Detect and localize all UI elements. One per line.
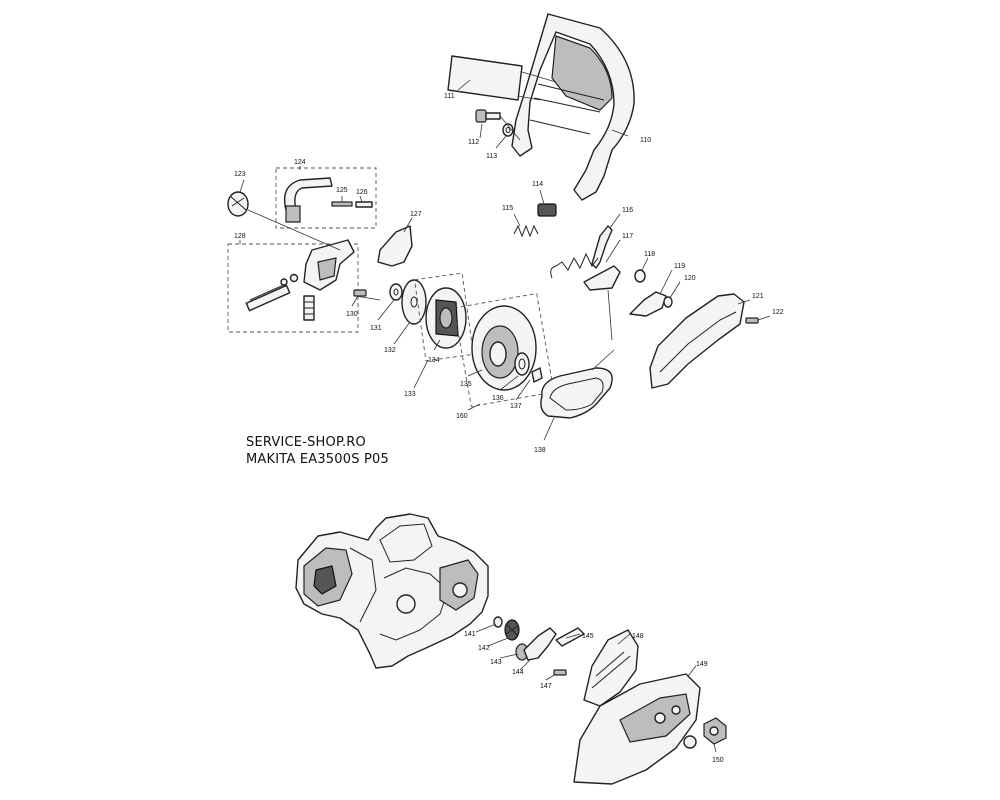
clutch-group (389, 272, 555, 408)
callout-123: 123 (234, 171, 246, 178)
callout-127: 127 (410, 211, 422, 218)
label-sticker (447, 55, 523, 101)
callout-118: 118 (644, 251, 655, 258)
box-160 (453, 292, 555, 408)
chain-brake-group (513, 203, 759, 419)
chain-brake-cover-121 (649, 293, 745, 389)
oil-hose-124 (283, 177, 333, 211)
chain-cover-group (493, 616, 727, 785)
callout-130: 130 (346, 311, 358, 318)
callout-134: 134 (428, 357, 440, 364)
callout-110: 110 (640, 137, 651, 144)
bar-nut-150 (683, 717, 727, 749)
watermark-line-2: MAKITA EA3500S P05 (246, 452, 389, 467)
watermark-line-1: SERVICE-SHOP.RO (246, 435, 366, 450)
disc-132 (401, 279, 427, 325)
engine-housing-group (295, 513, 489, 669)
callout-137: 137 (510, 403, 522, 410)
plate-148 (583, 629, 639, 707)
callout-119: 119 (674, 263, 685, 270)
callout-142: 142 (478, 645, 490, 652)
callout-138: 138 (534, 447, 546, 454)
box-124 (275, 167, 377, 229)
washer-131 (389, 283, 403, 301)
bracket-127 (377, 225, 413, 267)
callout-132: 132 (384, 347, 396, 354)
callout-115: 115 (502, 205, 513, 212)
callout-122: 122 (772, 309, 784, 316)
callout-136: 136 (492, 395, 504, 402)
spring-117 (550, 252, 599, 279)
screw-112 (475, 109, 501, 123)
washer-113 (502, 123, 514, 137)
hand-guard-group (447, 13, 635, 201)
pin-126 (355, 201, 373, 208)
box-128 (227, 243, 359, 333)
screw-147 (553, 669, 567, 676)
callout-116: 116 (622, 207, 633, 214)
callouts: 111 110 112 113 114 115 116 117 118 119 … (234, 93, 784, 764)
callout-148: 148 (632, 633, 644, 640)
block-114 (537, 203, 557, 217)
callout-133: 133 (404, 391, 416, 398)
brake-band-138 (540, 349, 615, 419)
tensioner-144 (523, 627, 557, 661)
callout-128: 128 (234, 233, 246, 240)
callout-141: 141 (464, 631, 476, 638)
callout-143: 143 (490, 659, 502, 666)
callout-121: 121 (752, 293, 764, 300)
drum-135 (471, 305, 537, 391)
callout-131: 131 (370, 325, 382, 332)
callout-117: 117 (622, 233, 633, 240)
pin-120 (663, 296, 673, 308)
watermark-text: SERVICE-SHOP.RO MAKITA EA3500S P05 (246, 434, 389, 468)
washer-118 (634, 269, 646, 283)
callout-160: 160 (456, 413, 468, 420)
oil-pump-group (227, 167, 413, 333)
adjust-screw (303, 295, 315, 321)
callout-144: 144 (512, 669, 524, 676)
callout-111: 111 (444, 93, 455, 100)
callout-126: 126 (356, 189, 368, 196)
callout-124: 124 (294, 159, 306, 166)
clip-137 (531, 367, 543, 383)
callout-145: 145 (582, 633, 594, 640)
callout-113: 113 (486, 153, 497, 160)
callout-149: 149 (696, 661, 708, 668)
callout-147: 147 (540, 683, 552, 690)
hand-guard-ribs (529, 83, 605, 135)
callout-125: 125 (336, 187, 348, 194)
pump-plunger (245, 283, 291, 312)
callout-135: 135 (460, 381, 472, 388)
leader-lines (239, 79, 771, 753)
box-133 (414, 272, 474, 362)
drive-gear-142 (504, 619, 520, 641)
lever-link (583, 265, 621, 291)
needle-bearing-136 (514, 352, 530, 376)
pin-125 (331, 201, 353, 207)
sticker-leader (517, 71, 557, 101)
spring-115 (513, 224, 539, 238)
callout-120: 120 (684, 275, 696, 282)
hand-guard (511, 13, 635, 201)
bracket-119 (629, 291, 667, 317)
oil-filter-123 (227, 191, 249, 217)
callout-150: 150 (712, 757, 724, 764)
screw-130 (353, 289, 367, 297)
screw-122 (745, 317, 759, 324)
callout-114: 114 (532, 181, 543, 188)
callout-112: 112 (468, 139, 479, 146)
washer-141 (493, 616, 503, 628)
clutch-134 (425, 287, 467, 349)
